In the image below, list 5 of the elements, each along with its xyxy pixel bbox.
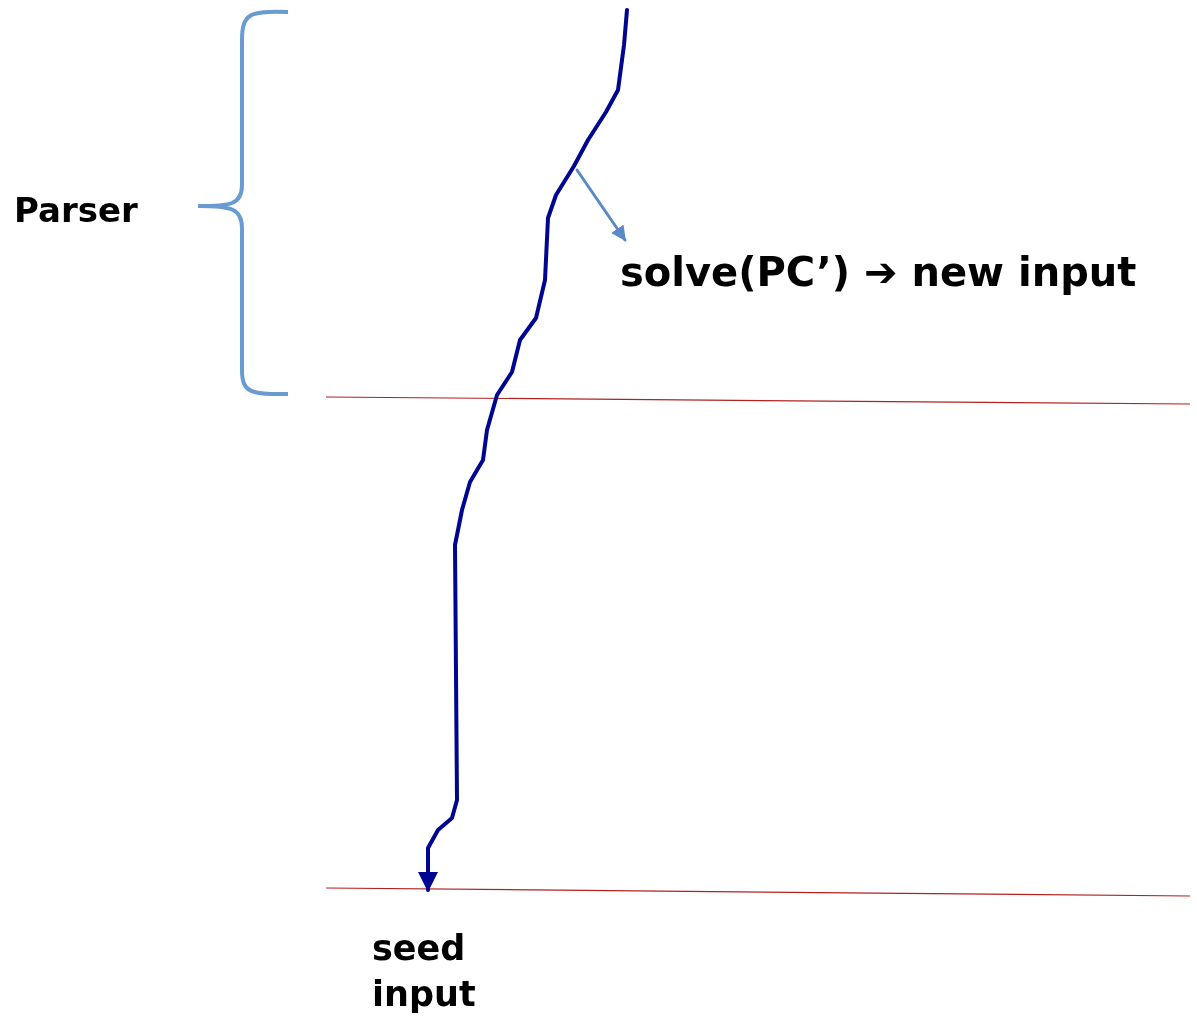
arrow	[418, 8, 629, 892]
brace-label: Parser	[14, 190, 138, 230]
arrow	[575, 168, 627, 242]
node-text: solve(PC’) ➔ new input	[620, 248, 1138, 297]
node-text: seed input	[372, 927, 477, 1016]
